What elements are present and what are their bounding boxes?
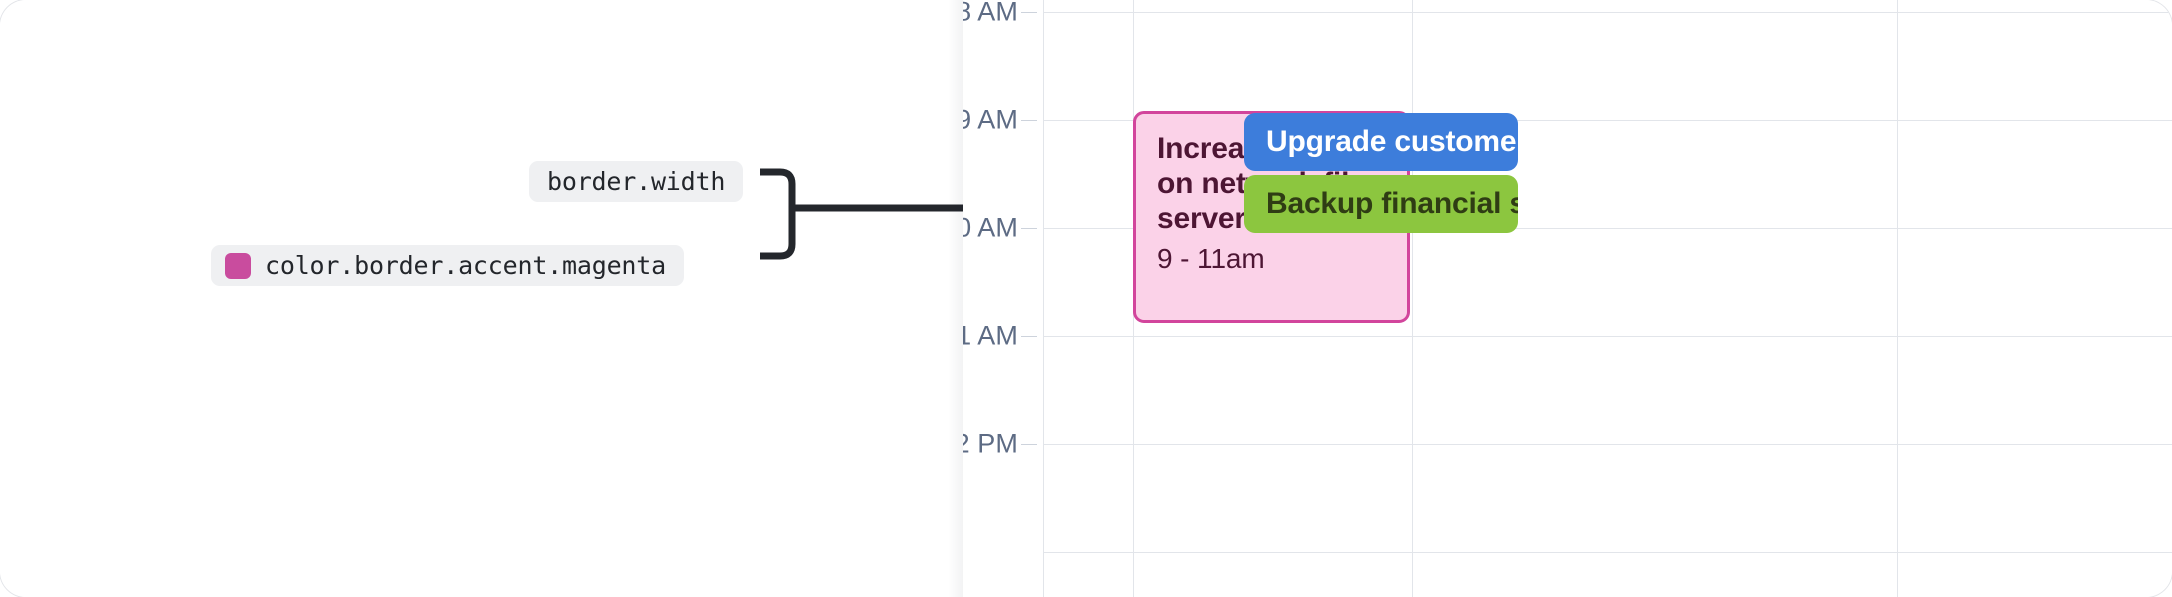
time-label-8am: 8 AM	[963, 0, 1018, 27]
time-label-10am: 10 AM	[963, 212, 1018, 243]
calendar-event-upgrade-customer[interactable]: Upgrade customer	[1244, 113, 1518, 171]
tick-10am	[1021, 228, 1037, 229]
event-title: Backup financial sy	[1266, 187, 1518, 220]
gridline-9am	[1043, 120, 2172, 121]
tick-12pm	[1021, 444, 1037, 445]
event-title: Upgrade customer	[1266, 125, 1518, 158]
gridline-10am	[1043, 228, 2172, 229]
token-label: border.width	[547, 167, 726, 196]
tick-9am	[1021, 120, 1037, 121]
calendar-event-backup-financial[interactable]: Backup financial sy	[1244, 175, 1518, 233]
column-divider-3	[1897, 0, 1898, 597]
time-label-11am: 11 AM	[963, 320, 1018, 351]
gridline-11am	[1043, 336, 2172, 337]
time-label-9am: 9 AM	[963, 104, 1018, 135]
tick-11am	[1021, 336, 1037, 337]
column-divider-2	[1412, 0, 1413, 597]
event-time: 9 - 11am	[1157, 243, 1265, 275]
column-divider-axis	[1043, 0, 1044, 597]
gridline-8am	[1043, 12, 2172, 13]
gridline-1pm	[1043, 552, 2172, 553]
calendar-grid: 8 AM 9 AM 10 AM 11 AM 12 PM Increase RAM…	[963, 0, 2172, 597]
token-pill-border-width[interactable]: border.width	[529, 161, 744, 202]
color-swatch-magenta	[225, 252, 251, 279]
time-label-12pm: 12 PM	[963, 428, 1018, 459]
gridline-12pm	[1043, 444, 2172, 445]
token-pill-color-border-accent-magenta[interactable]: color.border.accent.magenta	[211, 245, 684, 286]
tick-8am	[1021, 12, 1037, 13]
token-label: color.border.accent.magenta	[265, 251, 666, 280]
annotation-panel: border.width color.border.accent.magenta	[0, 0, 1121, 597]
